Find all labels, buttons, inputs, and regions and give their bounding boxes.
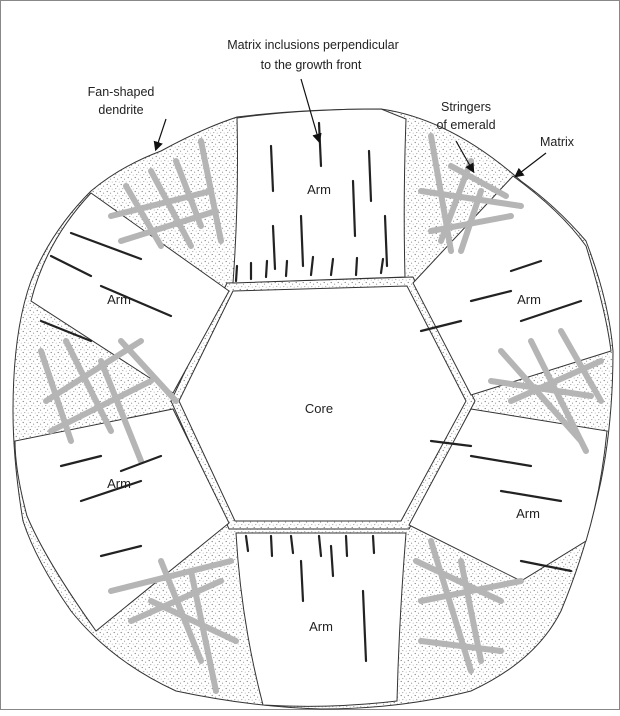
matrix-inclusions-label-line2: to the growth front [261,58,362,72]
arm-upper-right-label: Arm [517,292,541,307]
fan-dendrite-label-line2: dendrite [98,103,143,117]
stringers-label-line2: of emerald [436,118,495,132]
arm-lower-right-label: Arm [516,506,540,521]
arm-upper-left-label: Arm [107,292,131,307]
matrix-inclusions-label-line1: Matrix inclusions perpendicular [227,38,399,52]
arm-top-label: Arm [307,182,331,197]
arm-bottom-label: Arm [309,619,333,634]
arm-lower-left-label: Arm [107,476,131,491]
stringers-label-line1: Stringers [441,100,491,114]
fan-dendrite-label-line1: Fan-shaped [88,85,155,99]
core-label: Core [305,401,333,416]
matrix-label: Matrix [540,135,575,149]
